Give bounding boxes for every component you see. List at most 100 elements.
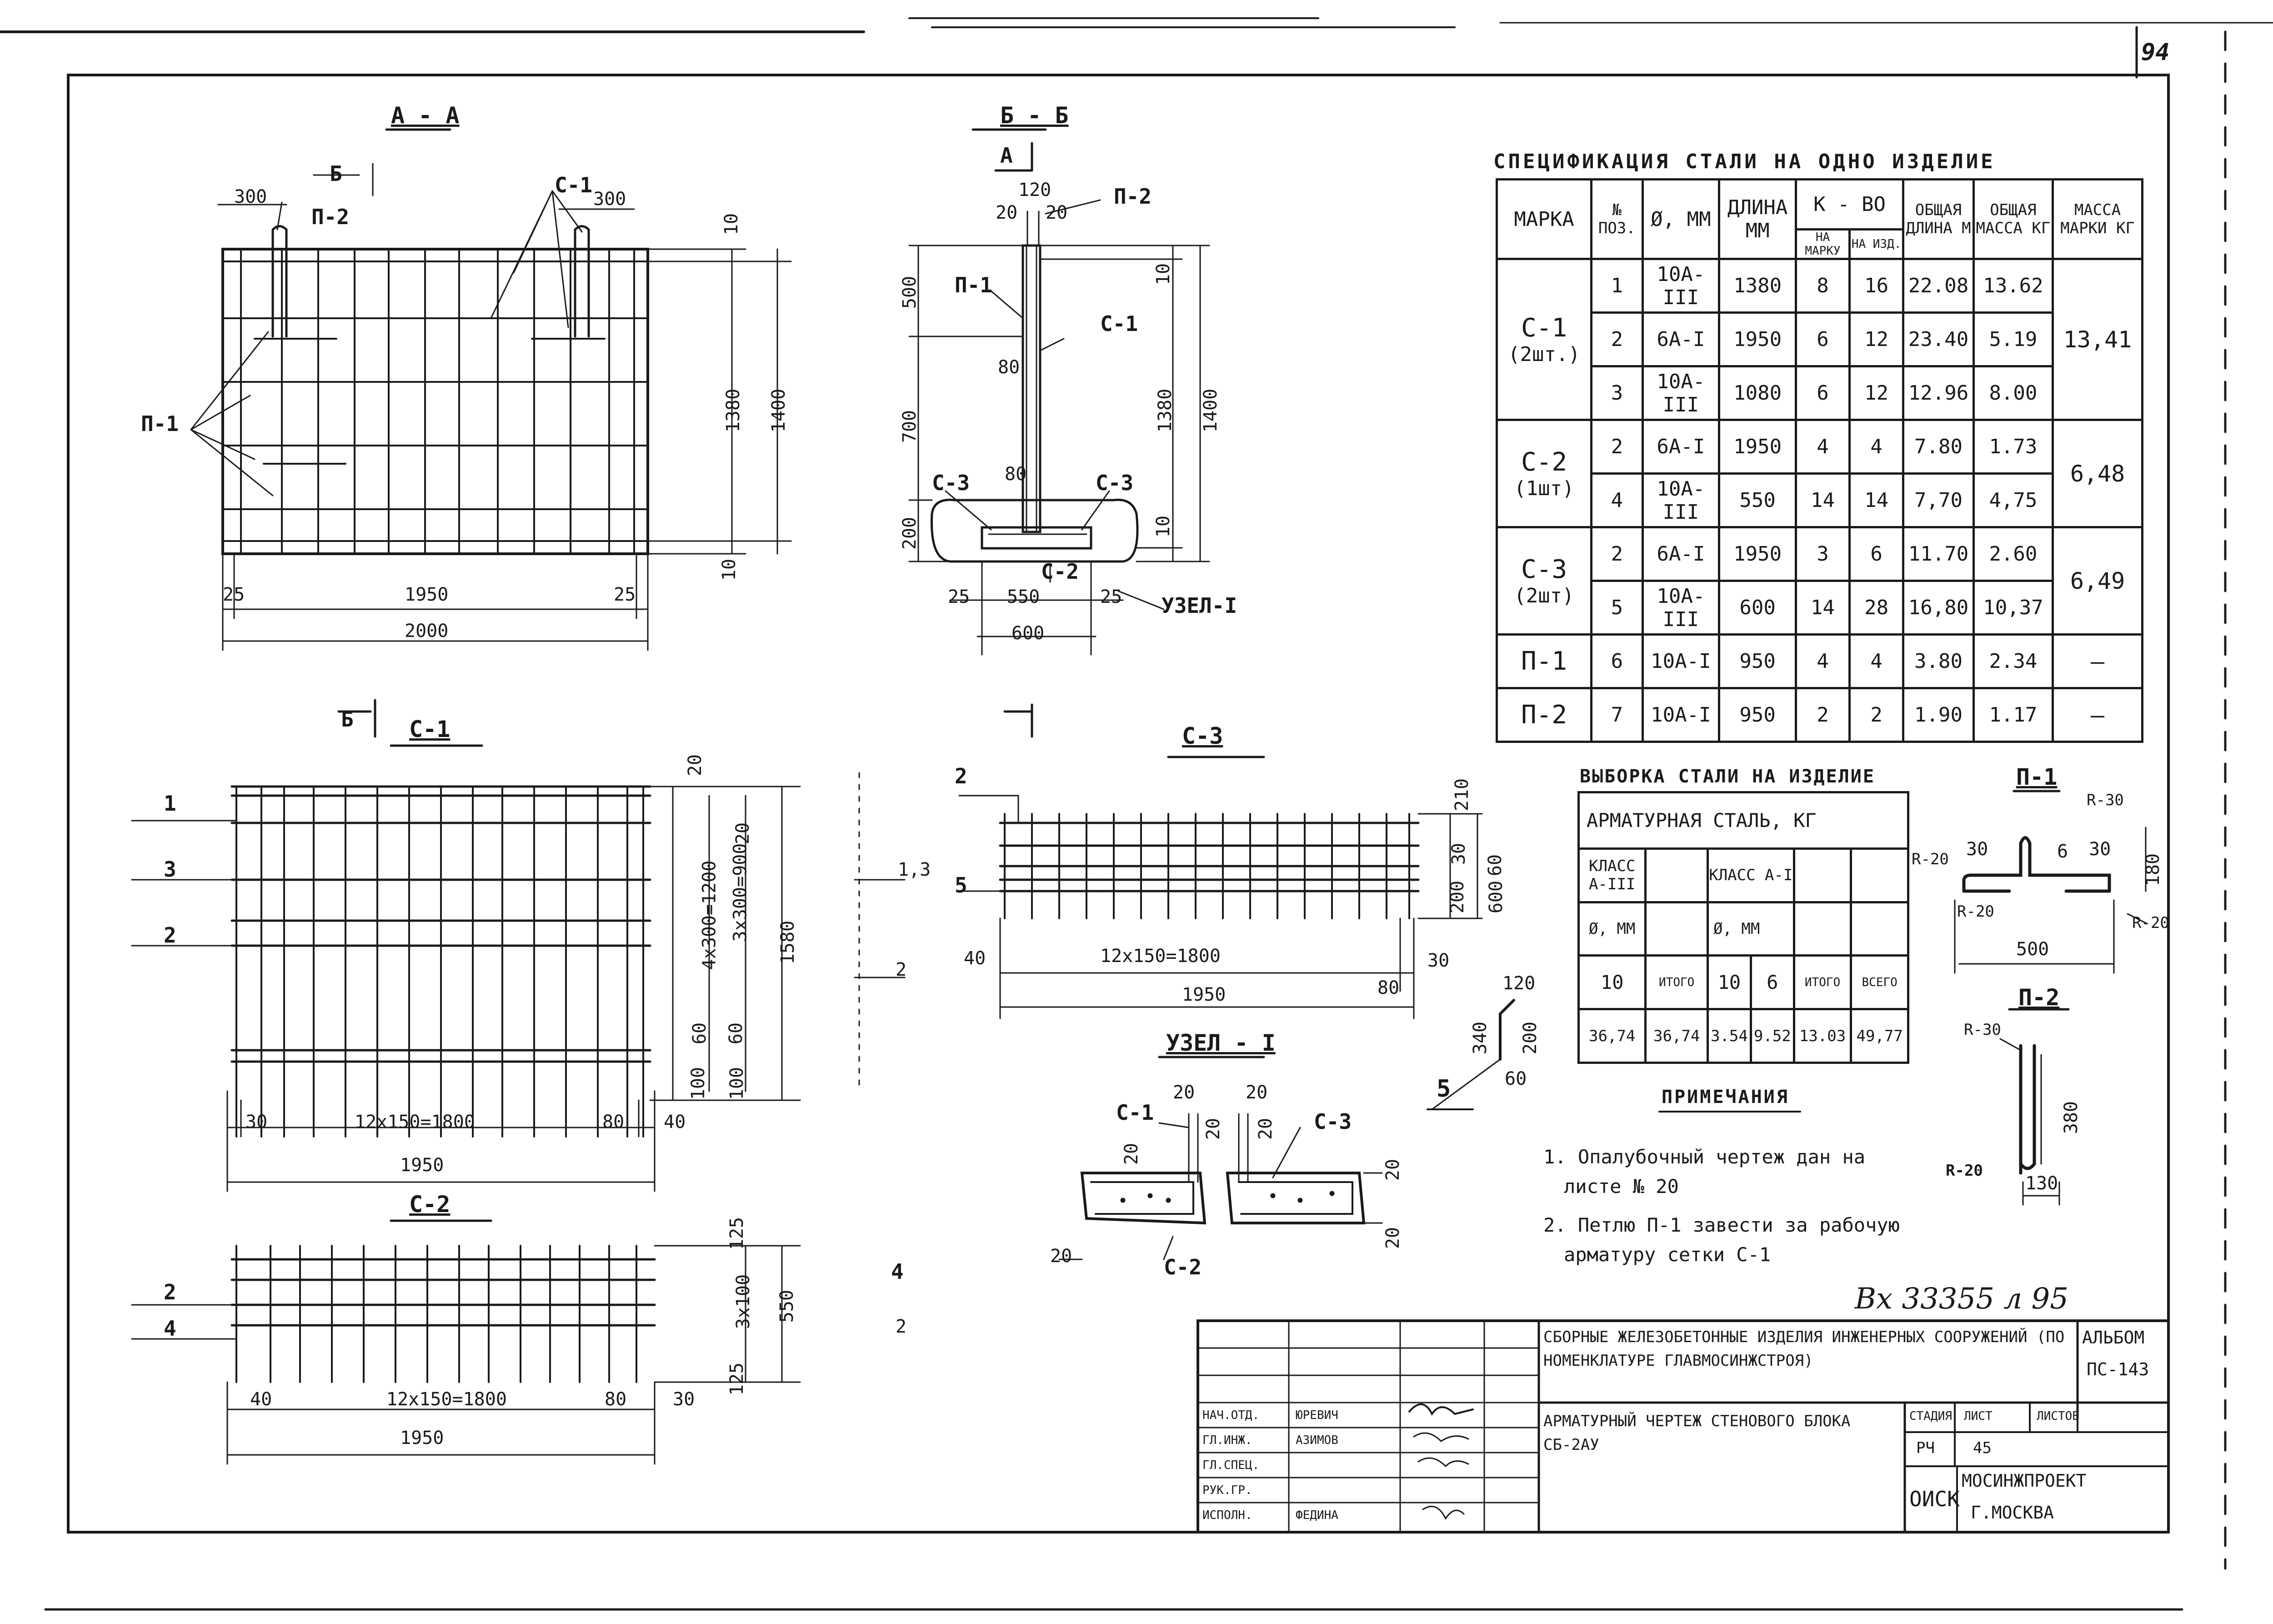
bb-d80b: 80: [1005, 464, 1027, 485]
view-node1-title: УЗЕЛ - I: [1166, 1030, 1276, 1056]
view-bb-title: Б - Б: [1000, 102, 1069, 129]
c2-d550: 550: [776, 1289, 798, 1323]
p1-d500: 500: [2016, 939, 2049, 960]
c3-d30v: 30: [1448, 842, 1470, 865]
spec-cell: 8.00: [1972, 365, 2054, 421]
sample-dia2: Ø, ММ: [1713, 919, 1760, 938]
spec-cell: 1080: [1718, 365, 1797, 421]
spec-cell: 2.60: [1972, 526, 2054, 582]
c2-d40: 40: [250, 1389, 272, 1410]
bb-d80a: 80: [998, 357, 1020, 378]
tb-album-no: ПС-143: [2087, 1359, 2149, 1379]
spec-cell: 10А-III: [1641, 580, 1721, 636]
bb-d500: 500: [899, 276, 921, 309]
spec-h-mass-marka: МАССА МАРКИ КГ: [2060, 201, 2135, 237]
sample-c10: 10: [1600, 971, 1624, 994]
note-2a: 2. Петлю П-1 завести за рабочую: [1543, 1214, 1900, 1236]
spec-cell: 6А-I: [1641, 419, 1721, 475]
c3-d2: 2: [896, 959, 907, 980]
spec-cell: 16: [1848, 258, 1905, 314]
spec-mass-marka: 6,49: [2052, 526, 2143, 636]
spec-cell: 1.73: [1972, 419, 2054, 475]
bend5-pos: 5: [1437, 1075, 1451, 1103]
spec-cell: 4: [1794, 633, 1851, 689]
p1-d30a: 30: [1966, 839, 1988, 860]
sample-class1: КЛАСС А-I: [1709, 866, 1793, 885]
spec-cell: 10,37: [1972, 580, 2054, 636]
spec-cell: 4,75: [1972, 472, 2054, 528]
bb-d20a: 20: [996, 202, 1018, 223]
tb-project: СБОРНЫЕ ЖЕЛЕЗОБЕТОННЫЕ ИЗДЕЛИЯ ИНЖЕНЕРНЫ…: [1543, 1328, 2065, 1370]
spec-cell: 6: [1794, 365, 1851, 421]
c2-right-2: 2: [896, 1316, 907, 1337]
node1-d20c: 20: [1121, 1143, 1142, 1165]
p2-d380: 380: [2061, 1101, 2082, 1134]
node1-d20g: 20: [1382, 1227, 1404, 1249]
bb-d20b: 20: [1046, 202, 1068, 223]
aa-d25a: 25: [223, 584, 245, 605]
spec-h-dia: Ø, ММ: [1651, 207, 1711, 231]
tb-sheet-value: 45: [1973, 1439, 1992, 1457]
c1-pos3: 3: [164, 857, 176, 882]
tb-sheets: ЛИСТОВ: [2037, 1409, 2079, 1423]
c3-d60: 60: [1485, 854, 1506, 877]
tb-role-1: НАЧ.ОТД.: [1202, 1408, 1260, 1422]
c2-d12x150: 12x150=1800: [386, 1389, 507, 1410]
bb-cut-a: А: [1000, 143, 1013, 168]
spec-cell: 5: [1590, 580, 1644, 636]
bb-d25b: 25: [1100, 586, 1122, 607]
aa-d1380: 1380: [723, 388, 744, 433]
bb-d1380: 1380: [1155, 388, 1176, 433]
bb-p1: П-1: [955, 273, 993, 297]
tb-name-5: ФЕДИНА: [1296, 1509, 1338, 1522]
c1-pos2: 2: [164, 923, 176, 947]
aa-cut-b: Б: [330, 161, 342, 186]
c1-d60a: 60: [689, 1022, 711, 1045]
spec-cell: 7,70: [1902, 472, 1975, 528]
aa-p2: П-2: [311, 205, 350, 229]
spec-cell: 2: [1590, 311, 1644, 367]
spec-cell: 10А-III: [1641, 258, 1721, 314]
tb-name-2: АЗИМОВ: [1296, 1434, 1338, 1447]
p1-r30: R-30: [2087, 791, 2124, 809]
spec-cell: 1: [1590, 258, 1644, 314]
aa-d2000: 2000: [405, 621, 449, 642]
bb-d600: 600: [1011, 623, 1045, 644]
spec-cell: 1380: [1718, 258, 1797, 314]
spec-cell: 4: [1794, 419, 1851, 475]
p2-r20: R-20: [1946, 1162, 1983, 1180]
c1-d30: 30: [245, 1112, 268, 1133]
spec-cell: 16,80: [1902, 580, 1975, 636]
spec-marka-count: (1шт): [1514, 476, 1574, 500]
c2-d3x100: 3x100: [733, 1274, 754, 1329]
tb-role-5: ИСПОЛН.: [1202, 1509, 1252, 1522]
spec-marka-cell: П-2: [1495, 687, 1593, 743]
spec-cell: 4: [1848, 633, 1905, 689]
view-c3-title: С-3: [1182, 723, 1223, 749]
spec-marka: С-3: [1521, 554, 1567, 584]
c1-d4x300: 4x300=1200: [699, 860, 720, 970]
node1-d20d: 20: [1203, 1118, 1224, 1140]
c3-pos2: 2: [955, 764, 967, 788]
bend5-d340: 340: [1470, 1021, 1491, 1055]
c2-d125a: 125: [726, 1217, 748, 1250]
spec-marka-cell: С-1(2шт.): [1495, 258, 1593, 421]
spec-marka-count: (2шт.): [1508, 342, 1581, 366]
bend5-d60: 60: [1505, 1068, 1527, 1089]
view-p1-title: П-1: [2016, 764, 2058, 790]
node1-c3: С-3: [1314, 1109, 1352, 1134]
spec-cell: 22.08: [1902, 258, 1975, 314]
tb-album: АЛЬБОМ: [2082, 1328, 2145, 1348]
c2-right-4: 4: [891, 1259, 904, 1284]
spec-cell: 3.80: [1902, 633, 1975, 689]
spec-cell: 10А-III: [1641, 472, 1721, 528]
spec-marka: С-1: [1521, 313, 1567, 343]
spec-marka-count: (2шт): [1514, 584, 1574, 607]
spec-marka-cell: С-2(1шт): [1495, 419, 1593, 528]
spec-marka-cell: С-3(2шт): [1495, 526, 1593, 636]
